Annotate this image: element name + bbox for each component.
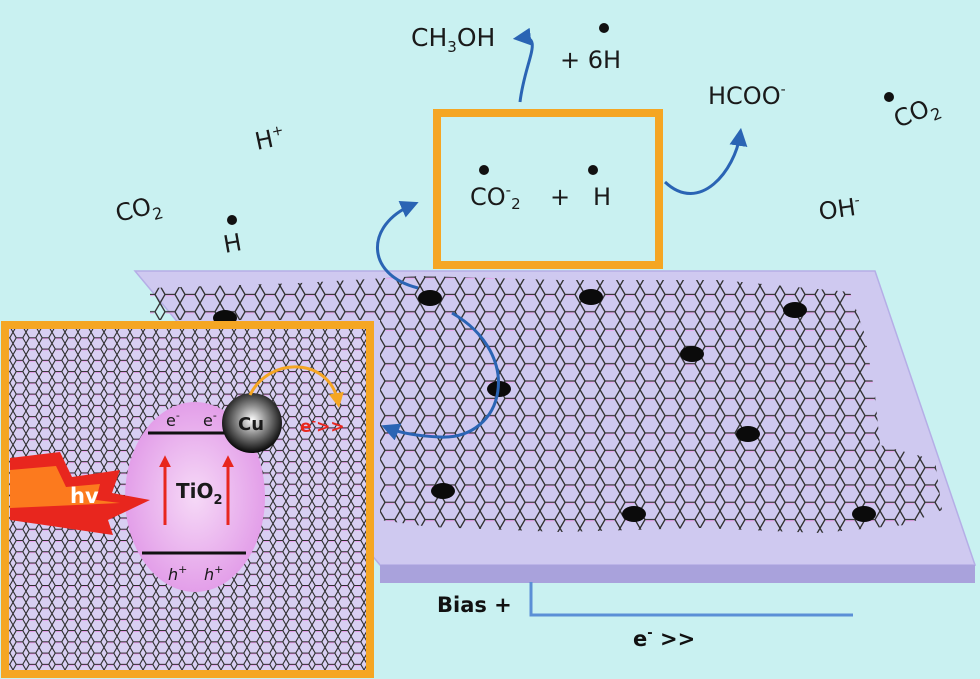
curved-arrow-icon xyxy=(376,200,419,290)
electron-flow-label: e->> xyxy=(300,415,345,437)
tio2-label: TiO2 xyxy=(176,479,223,508)
co2-left-label: CO2 xyxy=(113,190,165,233)
electron-right-label: e- xyxy=(203,409,217,430)
box-co2-label: CO-2 xyxy=(470,181,521,213)
external-electron-label: e- >> xyxy=(633,626,695,651)
hydroxide-label: OH- xyxy=(817,192,862,226)
radical-dot-icon xyxy=(852,506,876,522)
electron-left-label: e- xyxy=(166,409,180,430)
formate-label: HCOO- xyxy=(708,82,786,110)
cu-label: Cu xyxy=(238,414,264,435)
external-circuit: Bias + e- >> xyxy=(437,582,853,651)
box-plus-label: + xyxy=(550,183,570,211)
radical-dot-icon xyxy=(680,346,704,362)
adsorbed-dots xyxy=(213,289,876,522)
radical-dot-icon xyxy=(588,165,598,175)
radical-dot-icon xyxy=(431,483,455,499)
plus-6h-label: + 6H xyxy=(560,46,621,74)
radical-dot-icon xyxy=(418,290,442,306)
hv-label: hv xyxy=(70,484,99,508)
radical-dot-icon xyxy=(599,23,609,33)
curved-arrow-icon xyxy=(512,27,534,103)
copper-nanoparticle-icon xyxy=(222,393,282,453)
radical-dot-icon xyxy=(884,92,894,102)
reaction-arrows xyxy=(376,27,748,441)
inset-panel: e- e- TiO2 h+ h+ hv Cu e->> xyxy=(1,321,374,678)
co2-radical-label: CO2 xyxy=(890,90,945,138)
radical-dot-icon xyxy=(227,215,237,225)
box-h-label: H xyxy=(593,183,611,211)
hole-left-label: h+ xyxy=(168,563,187,584)
radical-dot-icon xyxy=(736,426,760,442)
curved-arrow-icon xyxy=(663,127,748,195)
methanol-label: CH3OH xyxy=(411,23,495,56)
hole-right-label: h+ xyxy=(204,563,223,584)
radical-dot-icon xyxy=(579,289,603,305)
tio2-particle xyxy=(125,402,265,592)
h-radical-label: H xyxy=(221,228,244,259)
radical-dot-icon xyxy=(479,165,489,175)
species-labels: CH3OH + 6H HCOO- CO2 H+ CO2 H OH- xyxy=(113,23,945,259)
reaction-box: CO-2 + H xyxy=(433,109,663,269)
radical-dot-icon xyxy=(783,302,807,318)
bias-label: Bias + xyxy=(437,593,512,617)
radical-dot-icon xyxy=(622,506,646,522)
electron-transfer-arrow xyxy=(248,365,344,408)
curved-arrow-icon xyxy=(381,311,500,441)
wire-icon xyxy=(529,582,853,617)
proton-label: H+ xyxy=(252,122,287,156)
